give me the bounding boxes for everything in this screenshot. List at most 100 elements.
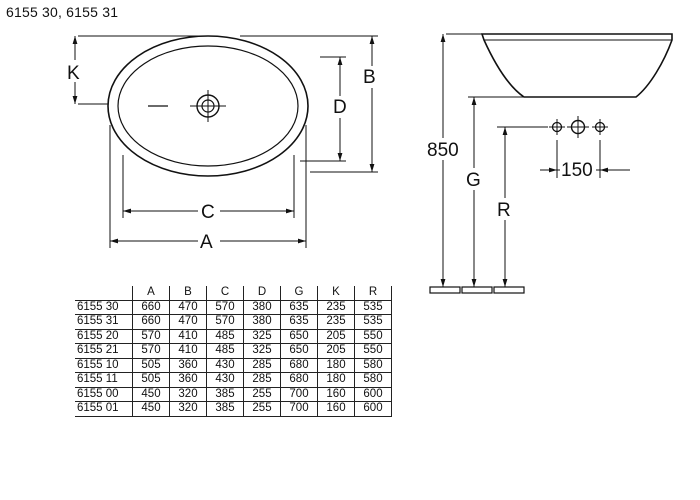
model-number-cell: 6155 20	[75, 328, 133, 344]
dimension-cell: 205	[317, 343, 355, 359]
dimension-cell: 485	[206, 328, 244, 344]
dimension-cell: 650	[280, 343, 318, 359]
label-spacing: 150	[561, 160, 593, 181]
dimension-cell: 450	[132, 386, 170, 402]
dimension-cell: 360	[169, 357, 207, 373]
dimension-cell: 550	[354, 328, 392, 344]
label-c: C	[201, 202, 215, 223]
dimension-cell: 410	[169, 343, 207, 359]
dimension-cell: 470	[169, 314, 207, 330]
table-header-g: G	[280, 286, 318, 301]
dimension-cell: 205	[317, 328, 355, 344]
dimension-cell: 360	[169, 372, 207, 388]
dimension-cell: 660	[132, 314, 170, 330]
table-header-a: A	[132, 286, 170, 301]
label-d: D	[333, 97, 347, 118]
top-view	[72, 35, 378, 248]
dimension-cell: 600	[354, 386, 392, 402]
table-header-c: C	[206, 286, 244, 301]
dimension-cell: 680	[280, 357, 318, 373]
dimension-cell: 635	[280, 299, 318, 315]
table-header-d: D	[243, 286, 281, 301]
dimension-cell: 680	[280, 372, 318, 388]
tap-hole-center	[567, 116, 589, 138]
drawing-title: 6155 30, 6155 31	[6, 4, 119, 20]
dimension-cell: 535	[354, 299, 392, 315]
dimension-cell: 570	[132, 328, 170, 344]
dimension-cell: 430	[206, 372, 244, 388]
dimension-cell: 180	[317, 357, 355, 373]
label-r: R	[497, 200, 511, 221]
dimension-cell: 535	[354, 314, 392, 330]
side-view-labels: 850 G R 150	[426, 138, 596, 221]
table-header-b: B	[169, 286, 207, 301]
label-a: A	[200, 232, 213, 253]
dimension-cell: 635	[280, 314, 318, 330]
basin-inner-rim	[117, 45, 299, 167]
dimension-cell: 570	[132, 343, 170, 359]
dimension-cell: 470	[169, 299, 207, 315]
side-view	[429, 33, 673, 294]
dimension-cell: 255	[243, 401, 281, 417]
dimension-cell: 650	[280, 328, 318, 344]
label-b: B	[363, 67, 376, 88]
dimension-cell: 410	[169, 328, 207, 344]
dimension-cell: 570	[206, 314, 244, 330]
dimension-cell: 325	[243, 343, 281, 359]
dimension-cell: 660	[132, 299, 170, 315]
model-number-cell: 6155 00	[75, 386, 133, 402]
dimension-cell: 550	[354, 343, 392, 359]
dimension-cell: 380	[243, 314, 281, 330]
floor-block-1	[429, 286, 461, 294]
dimension-cell: 320	[169, 386, 207, 402]
dimension-cell: 285	[243, 372, 281, 388]
dimension-cell: 505	[132, 357, 170, 373]
floor-block-2	[461, 286, 493, 294]
label-k: K	[67, 63, 80, 84]
label-g: G	[466, 170, 481, 191]
dimension-cell: 700	[280, 386, 318, 402]
basin-profile	[480, 33, 673, 98]
dimension-cell: 325	[243, 328, 281, 344]
table-header-model	[75, 286, 133, 301]
model-number-cell: 6155 21	[75, 343, 133, 359]
table-header-k: K	[317, 286, 355, 301]
dimension-cell: 580	[354, 372, 392, 388]
dimension-cell: 235	[317, 299, 355, 315]
dimension-cell: 450	[132, 401, 170, 417]
tap-hole-right	[592, 119, 608, 135]
model-number-cell: 6155 31	[75, 314, 133, 330]
label-height: 850	[427, 140, 459, 161]
dimension-cell: 580	[354, 357, 392, 373]
dimension-cell: 255	[243, 386, 281, 402]
dimension-cell: 235	[317, 314, 355, 330]
dimension-cell: 380	[243, 299, 281, 315]
dimension-cell: 700	[280, 401, 318, 417]
dimension-cell: 285	[243, 357, 281, 373]
dimension-cell: 160	[317, 386, 355, 402]
dimension-cell: 485	[206, 343, 244, 359]
dimension-cell: 570	[206, 299, 244, 315]
dimension-cell: 385	[206, 386, 244, 402]
top-view-labels: K B D C A	[62, 60, 382, 253]
model-number-cell: 6155 11	[75, 372, 133, 388]
dimension-cell: 160	[317, 401, 355, 417]
model-number-cell: 6155 30	[75, 299, 133, 315]
dimension-cell: 385	[206, 401, 244, 417]
tap-hole-left	[549, 119, 565, 135]
dimension-cell: 600	[354, 401, 392, 417]
model-number-cell: 6155 10	[75, 357, 133, 373]
dimension-cell: 430	[206, 357, 244, 373]
dimension-cell: 320	[169, 401, 207, 417]
model-number-cell: 6155 01	[75, 401, 133, 417]
table-header-r: R	[354, 286, 392, 301]
